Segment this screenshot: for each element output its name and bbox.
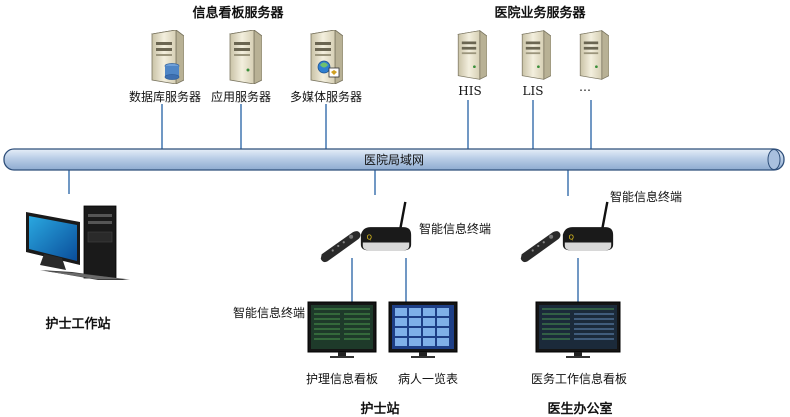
his-server-icon	[457, 30, 487, 80]
lis-server-label: LIS	[522, 84, 544, 98]
more-server-label: …	[579, 80, 591, 94]
nursing-board-display	[307, 301, 377, 358]
server-connectors	[161, 100, 592, 149]
multimedia-server-label: 多媒体服务器	[289, 90, 363, 104]
medical-board-label: 医务工作信息看板	[530, 372, 628, 386]
desktop-computer-icon	[26, 205, 130, 280]
his-server-label: HIS	[458, 84, 482, 98]
patient-list-display	[388, 301, 458, 358]
hospital-business-servers-header: 医院业务服务器	[494, 6, 586, 21]
database-server-label: 数据库服务器	[128, 90, 202, 104]
board-terminal-label: 智能信息终端	[233, 306, 306, 320]
doctor-office-terminal-label: 智能信息终端	[610, 190, 683, 204]
client-connectors	[68, 170, 579, 312]
nurse-terminal-box-icon	[359, 200, 413, 252]
hospital-lan-label: 医院局域网	[363, 153, 425, 167]
doctor-terminal-box-icon	[561, 200, 615, 252]
nurse-station-label: 护士站	[360, 402, 400, 417]
application-server-icon	[229, 30, 262, 84]
application-server-label: 应用服务器	[210, 90, 272, 104]
nurse-workstation-label: 护士工作站	[45, 317, 111, 332]
doctor-office-label: 医生办公室	[547, 402, 613, 417]
medical-board-display	[535, 301, 621, 358]
info-board-servers-header: 信息看板服务器	[192, 6, 284, 21]
patient-list-label: 病人一览表	[397, 372, 459, 386]
more-server-icon	[579, 30, 609, 80]
remote-control-icon	[520, 231, 561, 263]
nurse-station-terminal-label: 智能信息终端	[419, 222, 492, 236]
lis-server-icon	[521, 30, 551, 80]
hospital-lan-bar	[3, 148, 785, 171]
remote-control-icon	[320, 231, 361, 263]
nursing-board-label: 护理信息看板	[305, 372, 379, 386]
database-cylinder-icon	[164, 63, 180, 80]
multimedia-badge-icon	[317, 60, 340, 78]
